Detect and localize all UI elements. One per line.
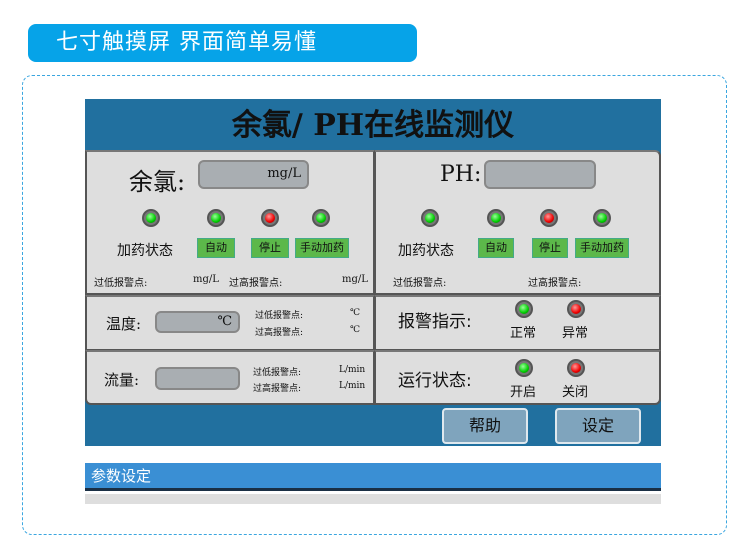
- high-alarm-label: 过高报警点:: [229, 278, 283, 289]
- temperature-label: 温度:: [106, 315, 142, 333]
- ph-panel: PH: 加药状态 自动 停止 手动加药 过低报警点: 过高报警点:: [374, 150, 661, 295]
- chlorine-label: 余氯:: [129, 168, 186, 196]
- flow-panel: 流量: 过低报警点: L/min 过高报警点: L/min: [85, 350, 375, 405]
- led-green-icon: [593, 209, 611, 227]
- led-green-icon: [142, 209, 160, 227]
- low-alarm-unit: L/min: [339, 365, 366, 375]
- help-button[interactable]: 帮助: [442, 408, 528, 444]
- settings-button[interactable]: 设定: [555, 408, 641, 444]
- low-alarm-label: 过低报警点:: [94, 278, 148, 289]
- high-alarm-label: 过高报警点:: [253, 384, 302, 394]
- led-green-icon: [515, 300, 533, 318]
- low-alarm-label: 过低报警点:: [255, 311, 304, 321]
- led-red-icon: [567, 359, 585, 377]
- low-alarm-label: 过低报警点:: [253, 368, 302, 378]
- chlorine-panel: 余氯: mg/L 加药状态 自动 停止 手动加药 过低报警点: mg/L 过高报…: [85, 150, 375, 295]
- led-green-icon: [515, 359, 533, 377]
- temperature-panel: 温度: ℃ 过低报警点: ℃ 过高报警点: ℃: [85, 295, 375, 351]
- auto-button[interactable]: 自动: [478, 238, 514, 258]
- on-label: 开启: [510, 385, 537, 400]
- banner: 七寸触摸屏 界面简单易懂: [28, 24, 417, 62]
- auto-button[interactable]: 自动: [197, 238, 235, 258]
- low-alarm-label: 过低报警点:: [393, 278, 447, 289]
- hmi-screen: 余氯/ PH在线监测仪 余氯: mg/L 加药状态 自动 停止 手动加药 过低报…: [85, 99, 661, 446]
- run-status-label: 运行状态:: [398, 371, 472, 391]
- alarm-indicator-label: 报警指示:: [398, 312, 472, 332]
- flow-label: 流量:: [104, 371, 140, 389]
- led-green-icon: [207, 209, 225, 227]
- manual-dosing-button[interactable]: 手动加药: [295, 238, 349, 258]
- high-alarm-label: 过高报警点:: [528, 278, 582, 289]
- low-alarm-unit: ℃: [350, 308, 361, 318]
- parameter-settings-header: 参数设定: [85, 463, 661, 491]
- high-alarm-unit: L/min: [339, 381, 366, 391]
- dosing-status-label: 加药状态: [117, 243, 173, 259]
- ph-display: [484, 160, 596, 189]
- stop-button[interactable]: 停止: [251, 238, 289, 258]
- led-green-icon: [421, 209, 439, 227]
- temperature-display: ℃: [155, 311, 240, 333]
- off-label: 关闭: [562, 385, 589, 400]
- led-red-icon: [567, 300, 585, 318]
- high-alarm-unit: mg/L: [342, 274, 368, 285]
- dosing-status-label: 加药状态: [398, 243, 454, 259]
- led-green-icon: [312, 209, 330, 227]
- chlorine-unit: mg/L: [267, 166, 301, 181]
- manual-dosing-button[interactable]: 手动加药: [575, 238, 629, 258]
- alarm-panel: 报警指示: 正常 异常: [374, 295, 661, 351]
- screen-title: 余氯/ PH在线监测仪: [231, 108, 515, 143]
- led-green-icon: [487, 209, 505, 227]
- run-status-panel: 运行状态: 开启 关闭: [374, 350, 661, 405]
- flow-display: [155, 367, 240, 390]
- low-alarm-unit: mg/L: [193, 274, 219, 285]
- abnormal-label: 异常: [562, 326, 589, 341]
- ph-label: PH:: [440, 162, 482, 187]
- temperature-unit: ℃: [217, 314, 232, 329]
- high-alarm-label: 过高报警点:: [255, 328, 304, 338]
- led-red-icon: [540, 209, 558, 227]
- parameter-settings-body: [85, 494, 661, 504]
- chlorine-display: mg/L: [198, 160, 309, 189]
- stop-button[interactable]: 停止: [532, 238, 568, 258]
- led-red-icon: [261, 209, 279, 227]
- normal-label: 正常: [510, 326, 537, 341]
- high-alarm-unit: ℃: [350, 325, 361, 335]
